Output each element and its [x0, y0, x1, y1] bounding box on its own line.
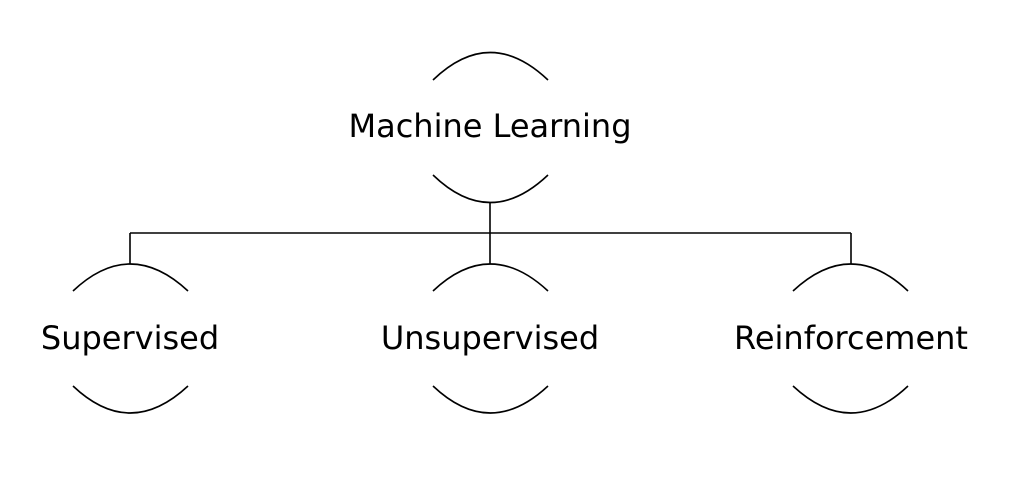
child-0-bottom-arc — [72, 385, 189, 414]
child-1-bottom-arc — [432, 385, 549, 414]
child-node-label-reinforcement: Reinforcement — [734, 319, 968, 357]
child-node-label-unsupervised: Unsupervised — [380, 319, 600, 357]
root-node-label: Machine Learning — [348, 107, 632, 145]
child-node-label-supervised: Supervised — [40, 319, 220, 357]
child-2-bottom-arc — [792, 385, 909, 414]
root-node-bottom-arc — [432, 174, 549, 204]
child-1-top-arc — [432, 263, 549, 292]
child-2-top-arc — [792, 263, 909, 292]
root-node-top-arc — [432, 51, 549, 81]
child-0-top-arc — [72, 263, 189, 292]
